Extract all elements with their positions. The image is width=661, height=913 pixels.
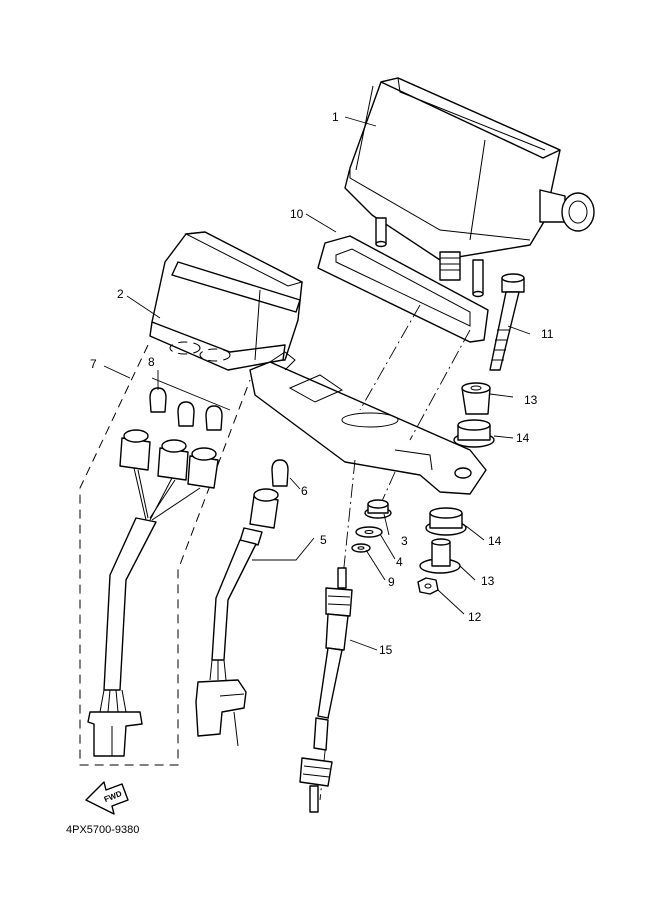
harness-assy-outline — [79, 344, 251, 766]
part-code: 4PX5700-9380 — [66, 824, 139, 836]
bulbs-part — [149, 387, 223, 431]
washer-part — [355, 526, 383, 538]
grommet-lower-part — [425, 507, 467, 536]
lamp-harness-part — [87, 429, 219, 757]
callout-5: 5 — [320, 533, 327, 547]
meter-bracket — [249, 351, 487, 495]
socket-cord-part — [195, 488, 279, 747]
callout-10: 10 — [290, 207, 304, 221]
callout-14-lower: 14 — [488, 534, 502, 548]
bolt-part — [489, 273, 525, 371]
gasket-part — [317, 235, 489, 343]
grommet-upper-part — [453, 419, 495, 448]
collar-lower-part — [419, 538, 461, 574]
bulb-single-part — [271, 459, 289, 487]
callout-3: 3 — [401, 534, 408, 548]
meter-cable-part — [299, 567, 353, 813]
collar-upper-part — [461, 382, 491, 415]
callout-13-lower: 13 — [481, 574, 495, 588]
nut-part — [417, 577, 439, 595]
callout-7: 7 — [90, 357, 97, 371]
callout-15: 15 — [379, 643, 393, 657]
callout-2: 2 — [117, 287, 124, 301]
callout-14-upper: 14 — [516, 431, 530, 445]
callout-11: 11 — [541, 327, 554, 341]
spring-washer-part — [351, 543, 371, 553]
callout-6: 6 — [301, 484, 308, 498]
callout-12: 12 — [468, 610, 482, 624]
callout-8: 8 — [148, 355, 155, 369]
tachometer-part — [149, 231, 304, 371]
callout-9: 9 — [388, 575, 395, 589]
grommet-small-part — [364, 499, 392, 519]
fwd-arrow-icon: FWD — [85, 781, 129, 815]
callout-13-upper: 13 — [524, 393, 538, 407]
speedometer-part — [344, 77, 595, 298]
callout-4: 4 — [396, 555, 403, 569]
callout-1: 1 — [332, 110, 339, 124]
